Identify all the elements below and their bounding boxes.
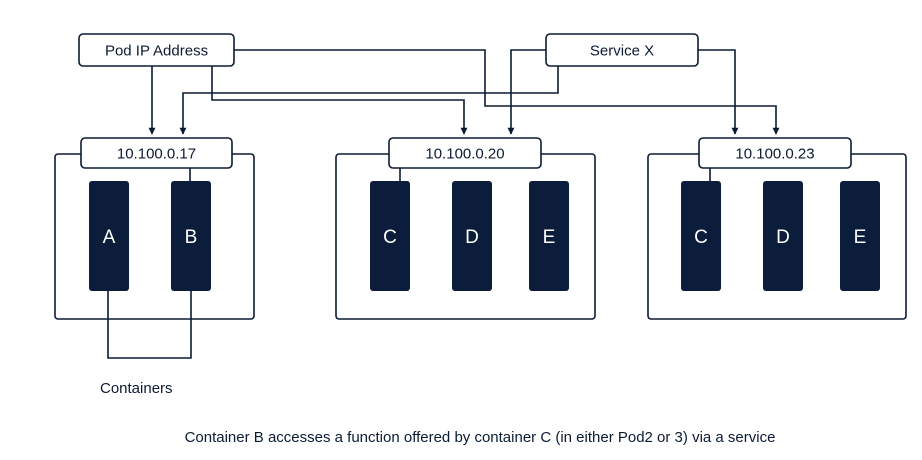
pod-1-ip-box (80, 137, 233, 169)
container-e: E (529, 181, 569, 291)
container-b: B (171, 181, 211, 291)
container-a: A (89, 181, 129, 291)
container-b-label: B (185, 227, 198, 248)
pod-3-ip-label: 10.100.0.23 (735, 146, 814, 163)
service-x-box: Service X (545, 33, 699, 67)
container-e-label: E (543, 227, 556, 248)
connector-service-to-pod2 (507, 49, 546, 135)
container-d: D (763, 181, 803, 291)
pod-3: 10.100.0.23 C D E (647, 137, 907, 320)
container-c: C (370, 181, 410, 291)
connector-service-to-pod3 (698, 49, 739, 135)
pod-1-ip-label: 10.100.0.17 (117, 146, 196, 163)
connector-podip-to-pod2 (211, 66, 468, 135)
container-c-label: C (694, 227, 708, 248)
containers-caption: Containers (100, 380, 173, 397)
container-e: E (840, 181, 880, 291)
diagram-caption: Container B accesses a function offered … (185, 429, 776, 446)
container-d-label: D (465, 227, 479, 248)
container-c: C (681, 181, 721, 291)
container-e-label: E (854, 227, 867, 248)
pod-3-ip-box (698, 137, 852, 169)
connectors (107, 49, 780, 359)
pod-ip-address-label: Pod IP Address (105, 43, 208, 60)
pod-2-ip-box (388, 137, 542, 169)
pod-2: 10.100.0.20 C D E (335, 137, 596, 320)
pod-1-frame (54, 153, 255, 320)
container-c-label: C (383, 227, 397, 248)
connector-service-to-pod1 (179, 66, 559, 135)
connector-podip-to-pod3 (234, 49, 780, 135)
container-d: D (452, 181, 492, 291)
pod-2-ip-label: 10.100.0.20 (425, 146, 504, 163)
containers-bracket (107, 290, 192, 359)
container-a-label: A (103, 227, 116, 248)
pod-ip-address-box: Pod IP Address (78, 33, 235, 67)
service-x-label: Service X (590, 43, 654, 60)
container-d-label: D (776, 227, 790, 248)
pod-1: 10.100.0.17 A B (54, 137, 255, 320)
